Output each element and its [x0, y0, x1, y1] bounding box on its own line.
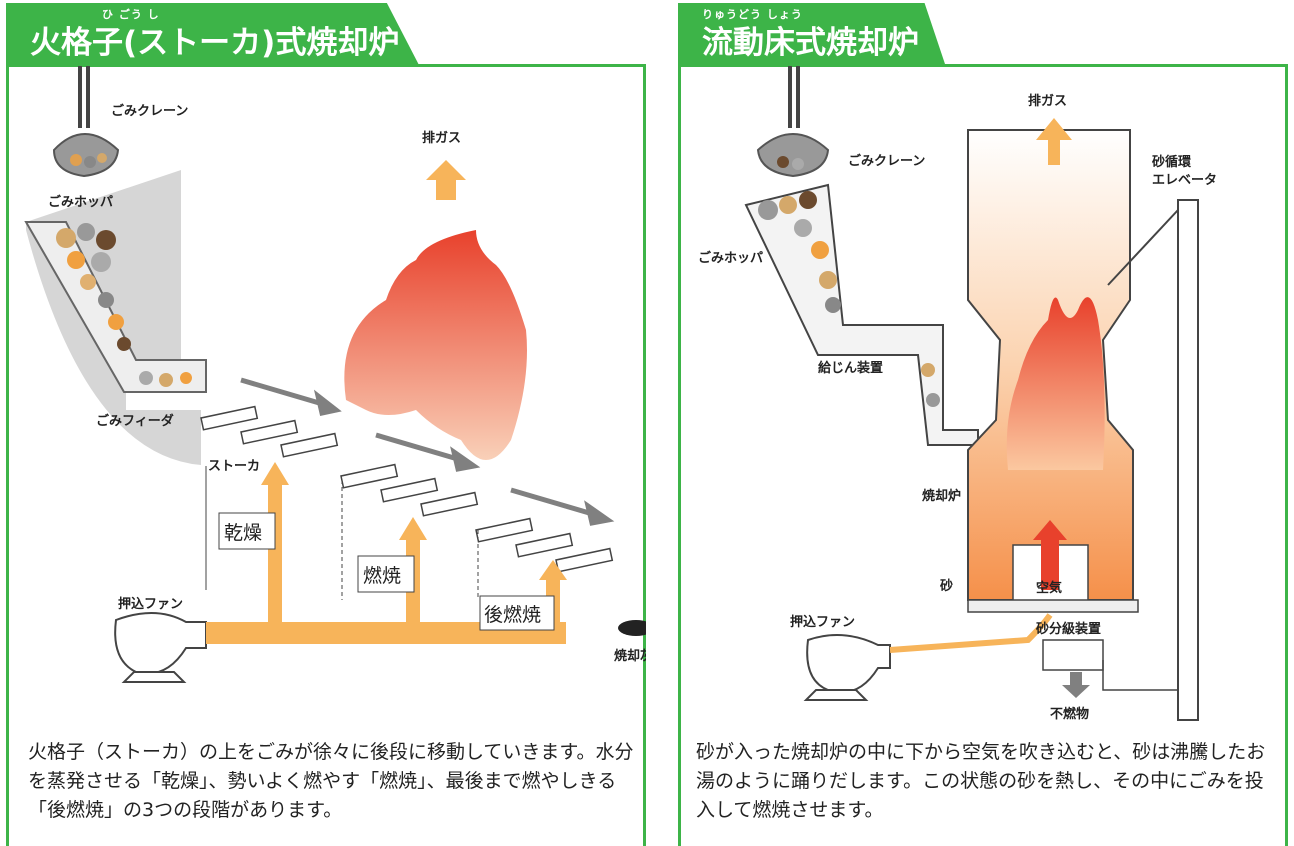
fan-icon	[114, 611, 207, 683]
movement-arrows	[240, 377, 615, 526]
hopper-label: ごみホッパ	[698, 250, 763, 266]
elevator-chute	[1107, 209, 1179, 286]
fan-air-line	[889, 613, 1053, 653]
crane-icon	[52, 66, 120, 178]
garbage-pile	[758, 191, 940, 407]
fluidized-panel-frame	[678, 64, 1288, 846]
sand-label: 砂	[939, 578, 953, 594]
afterburning-label: 後燃焼	[484, 604, 541, 626]
fan-label: 押込ファン	[118, 596, 183, 612]
sand-classifier	[1042, 639, 1104, 671]
stoker-title-ruby: ひ ごう し	[102, 8, 160, 21]
stoker-label: ストーカ	[208, 459, 260, 474]
elevator-label-line2: エレベータ	[1152, 173, 1217, 188]
crane-label: ごみクレーン	[848, 153, 925, 169]
stoker-panel: ひ ごう し 火格子(ストーカ)式焼却炉	[6, 0, 646, 846]
flame	[344, 230, 527, 460]
air-label: 空気	[1036, 580, 1062, 596]
air-arrow-red	[1033, 520, 1067, 590]
classifier-label: 砂分級装置	[1035, 621, 1101, 637]
hopper-label: ごみホッパ	[48, 194, 113, 210]
fluidized-title-tab: りゅうどう しょう 流動床式焼却炉	[678, 3, 946, 67]
ash-label: 焼却灰	[614, 648, 646, 664]
noncombustible-arrow	[1062, 672, 1090, 698]
stage-separators	[341, 480, 479, 600]
afterburning-box	[479, 595, 555, 631]
burning-box	[357, 555, 415, 593]
noncombustible-label: 不燃物	[1050, 706, 1089, 722]
furnace-base	[967, 599, 1139, 613]
fan-icon	[803, 634, 891, 701]
crane-label: ごみクレーン	[111, 103, 188, 119]
elevator-label-line1: 砂循環	[1151, 154, 1192, 170]
hopper-chute	[744, 183, 979, 446]
drying-box	[218, 512, 276, 550]
fluidized-title: 流動床式焼却炉	[702, 25, 919, 61]
exhaust-label: 排ガス	[422, 130, 461, 146]
stoker-title-tab: ひ ごう し 火格子(ストーカ)式焼却炉	[6, 3, 420, 67]
feeder-label: 給じん装置	[818, 360, 883, 376]
exhaust-arrow	[426, 160, 466, 200]
exhaust-label: 排ガス	[1028, 93, 1067, 109]
stoker-diagram: ごみクレーン ごみホッパ ごみフィーダ ストーカ 排ガス 押込ファン 焼却灰 乾…	[24, 66, 646, 683]
fluidized-description: 砂が入った焼却炉の中に下から空気を吹き込むと、砂は沸騰したお湯のように踊りだしま…	[696, 741, 1266, 821]
stoker-description: 火格子（ストーカ）の上をごみが徐々に後段に移動していきます。水分を蒸発させる「乾…	[28, 741, 634, 821]
flame	[1006, 297, 1105, 470]
feeder-label: ごみフィーダ	[96, 413, 174, 429]
air-arrows	[206, 462, 567, 644]
burning-label: 燃焼	[363, 565, 401, 587]
furnace-label: 焼却炉	[922, 488, 961, 504]
fluidized-diagram: ごみクレーン ごみホッパ 給じん装置 排ガス 砂循環 エレベータ 焼却炉 砂 空…	[698, 66, 1217, 722]
fluidized-bed-panel: りゅうどう しょう 流動床式焼却炉	[678, 0, 1288, 846]
garbage-pile	[56, 223, 192, 387]
ash-pile	[618, 620, 646, 636]
exhaust-arrow	[1036, 118, 1072, 165]
fan-label: 押込ファン	[790, 614, 855, 630]
sand-elevator	[1177, 199, 1199, 721]
classifier-line	[1102, 660, 1178, 691]
stoker-title: 火格子(ストーカ)式焼却炉	[30, 25, 400, 61]
drying-label: 乾燥	[224, 522, 262, 544]
fluidized-title-ruby: りゅうどう しょう	[702, 8, 803, 21]
crane-icon	[756, 66, 830, 178]
